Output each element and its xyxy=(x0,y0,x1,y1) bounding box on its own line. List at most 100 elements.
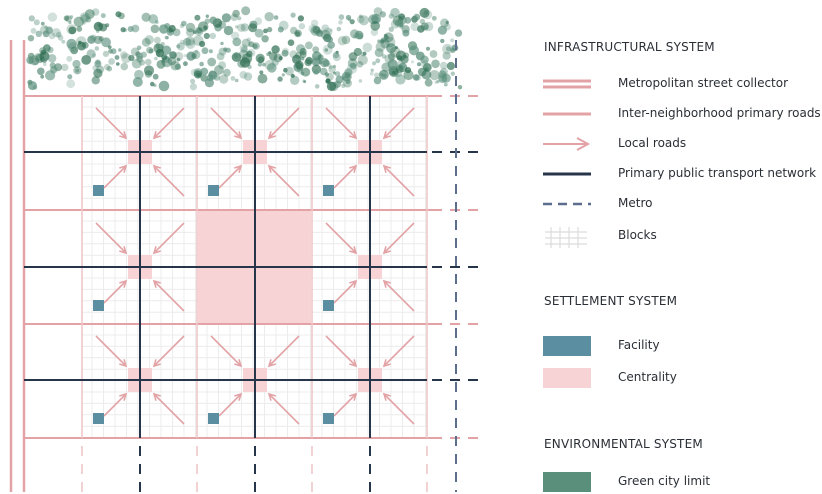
tree-cluster xyxy=(168,24,176,33)
tree-cluster xyxy=(230,13,238,21)
tree-cluster xyxy=(312,26,321,34)
tree-cluster xyxy=(33,19,40,26)
tree-cluster xyxy=(341,83,346,89)
tree-cluster xyxy=(397,60,404,66)
tree-cluster xyxy=(264,12,274,22)
tree-cluster xyxy=(108,58,115,65)
tree-cluster xyxy=(223,68,231,77)
tree-cluster xyxy=(239,44,248,53)
local-road-arrow xyxy=(325,335,357,367)
local-road-arrow xyxy=(383,107,415,139)
legend-item-facility: Facility xyxy=(540,334,822,358)
tree-cluster xyxy=(442,51,451,60)
tree-cluster xyxy=(152,73,159,80)
tree-cluster xyxy=(387,52,396,61)
legend-item-local-roads: Local roads xyxy=(540,132,822,156)
tree-cluster xyxy=(237,23,246,32)
centrality-box-icon xyxy=(543,368,591,388)
tree-cluster xyxy=(136,55,144,63)
tree-cluster xyxy=(349,62,357,70)
tree-cluster xyxy=(34,53,43,62)
tree-cluster xyxy=(246,50,253,58)
local-road-arrowhead xyxy=(119,164,128,173)
tree-cluster xyxy=(141,12,151,22)
tree-cluster xyxy=(377,39,381,43)
tree-cluster xyxy=(440,18,449,28)
tree-cluster xyxy=(102,50,109,58)
tree-cluster xyxy=(203,32,210,40)
tree-cluster xyxy=(259,70,264,75)
tree-cluster xyxy=(332,53,341,62)
tree-cluster xyxy=(192,30,197,34)
tree-cluster xyxy=(148,14,158,24)
tree-cluster xyxy=(384,35,390,40)
tree-cluster xyxy=(230,76,236,81)
local-road-arrow xyxy=(103,280,127,304)
legend-label: Metro xyxy=(618,196,653,210)
tree-cluster xyxy=(383,34,389,40)
tree-cluster xyxy=(190,78,196,84)
local-road-arrow xyxy=(383,280,415,312)
tree-cluster xyxy=(266,26,273,33)
tree-cluster xyxy=(417,62,421,67)
tree-cluster xyxy=(390,19,400,29)
tree-cluster xyxy=(329,28,333,32)
tree-cluster xyxy=(94,60,102,68)
tree-cluster xyxy=(183,61,188,67)
tree-cluster xyxy=(234,78,239,83)
tree-cluster xyxy=(370,68,374,72)
tree-cluster xyxy=(358,14,363,19)
tree-cluster xyxy=(199,61,204,67)
facility-square xyxy=(208,185,219,196)
tree-cluster xyxy=(372,61,377,66)
facility-square xyxy=(323,413,334,424)
tree-cluster xyxy=(419,18,426,25)
tree-cluster xyxy=(91,53,97,58)
tree-cluster xyxy=(141,37,151,47)
tree-cluster xyxy=(252,42,260,50)
tree-cluster xyxy=(161,54,168,61)
local-road-arrow xyxy=(268,107,300,139)
tree-cluster xyxy=(121,53,132,64)
tree-cluster xyxy=(301,67,311,77)
tree-cluster xyxy=(391,70,396,75)
tree-cluster xyxy=(327,62,332,68)
tree-cluster xyxy=(130,47,140,56)
tree-cluster xyxy=(417,67,427,77)
tree-cluster xyxy=(136,45,142,51)
tree-cluster xyxy=(326,81,337,92)
tree-cluster xyxy=(232,9,240,18)
tree-cluster xyxy=(180,39,185,45)
tree-cluster xyxy=(144,35,154,45)
tree-cluster xyxy=(205,14,209,18)
local-road-arrow xyxy=(210,107,242,139)
tree-cluster xyxy=(344,68,353,77)
tree-cluster xyxy=(297,15,304,22)
tree-cluster xyxy=(47,46,54,54)
tree-cluster xyxy=(164,35,169,40)
tree-cluster xyxy=(289,50,298,59)
tree-cluster xyxy=(334,71,341,77)
tree-cluster xyxy=(356,15,365,24)
tree-cluster xyxy=(278,20,289,31)
tree-cluster xyxy=(450,71,455,76)
tree-cluster xyxy=(437,72,448,82)
tree-cluster xyxy=(216,52,225,61)
local-road-arrow xyxy=(268,165,300,197)
tree-cluster xyxy=(375,41,386,52)
tree-cluster xyxy=(290,12,296,18)
tree-cluster xyxy=(277,26,284,33)
facility-square xyxy=(93,185,104,196)
local-road-arrow xyxy=(153,222,185,254)
tree-cluster xyxy=(73,66,82,75)
tree-cluster xyxy=(283,67,288,73)
tree-cluster xyxy=(373,76,382,85)
single-line-icon xyxy=(543,112,591,116)
tree-cluster xyxy=(69,15,74,19)
tree-cluster xyxy=(431,15,437,21)
legend-item-green-city-limit: Green city limit xyxy=(540,470,822,494)
tree-cluster xyxy=(150,24,160,34)
tree-cluster xyxy=(348,52,358,61)
tree-cluster xyxy=(291,74,295,78)
tree-cluster xyxy=(298,23,306,30)
